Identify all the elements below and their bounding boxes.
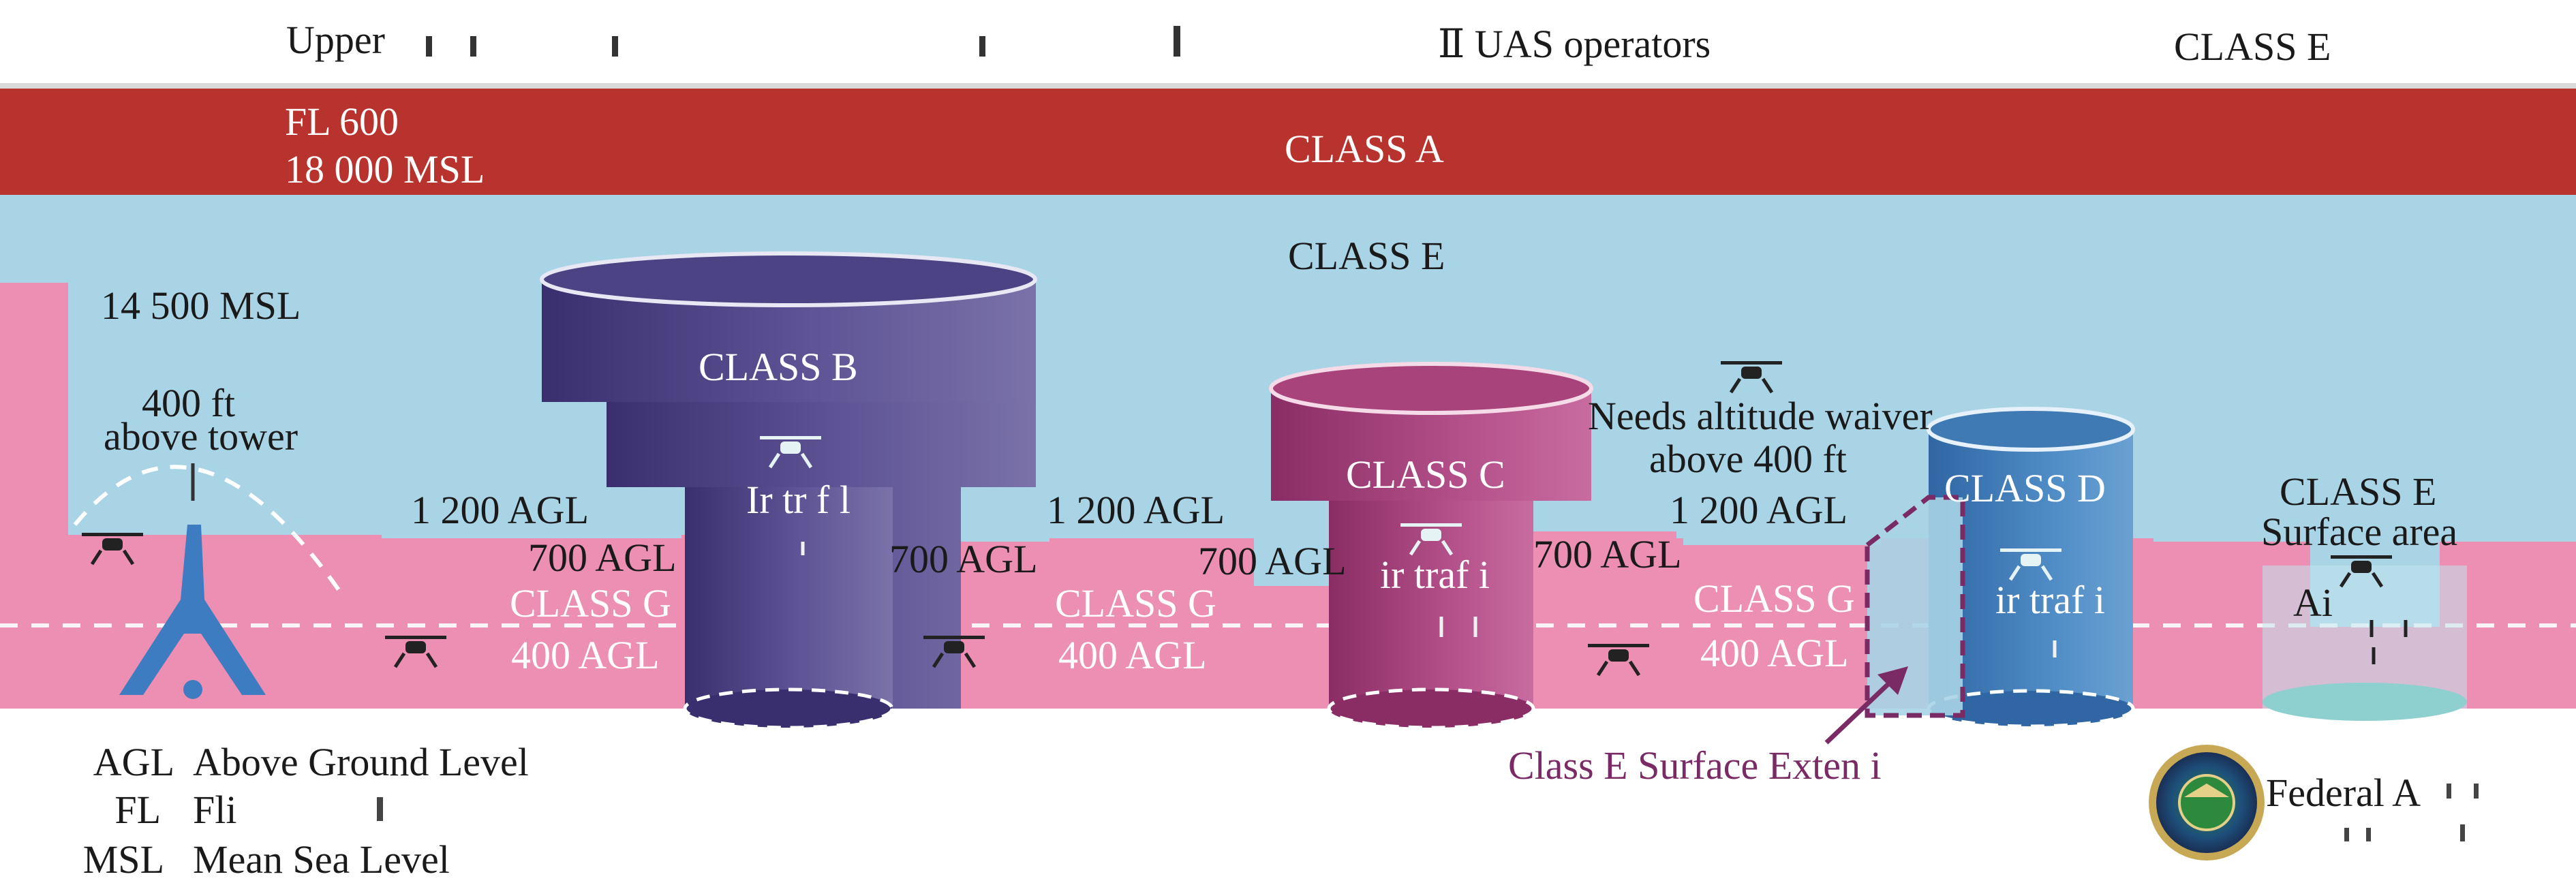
legend-meaning-fl: Fli — [193, 788, 237, 832]
class-c-label: CLASS C — [1346, 452, 1505, 497]
upper-label: Upper — [286, 18, 385, 62]
agl-400-label-c: 400 AGL — [1700, 631, 1849, 675]
tower-icon — [119, 525, 266, 695]
class-c-inner-text: ir traf i — [1380, 553, 1490, 597]
legend-abbr-msl: MSL — [82, 837, 164, 882]
agl-400-label-a: 400 AGL — [511, 633, 660, 677]
class-e-extension-label: Class E Surface Exten i — [1508, 743, 1882, 788]
fl-600-label: FL 600 — [285, 99, 399, 144]
agl-1200-label-a: 1 200 AGL — [411, 488, 589, 532]
msl-14500-label: 14 500 MSL — [101, 283, 301, 328]
agl-700-label-c: 700 AGL — [1198, 539, 1347, 583]
legend-abbr-agl: AGL — [93, 740, 174, 784]
class-e-label: CLASS E — [1288, 234, 1445, 278]
class-e-surface-line2: Surface area — [2261, 510, 2458, 554]
agl-700-label-a: 700 AGL — [528, 536, 677, 580]
class-g-label-b: CLASS G — [1055, 581, 1216, 625]
legend-meaning-agl: Above Ground Level — [193, 740, 529, 784]
class-b-shape — [540, 251, 1037, 730]
tower-label-line2: above tower — [104, 414, 298, 459]
class-e-surface-line1: CLASS E — [2280, 469, 2437, 514]
tower-label-line1: 400 ft — [142, 381, 235, 425]
waiver-line1: Needs altitude waiver — [1588, 394, 1933, 438]
agl-1200-label-b: 1 200 AGL — [1047, 488, 1225, 532]
class-e-surface-shape — [2263, 566, 2467, 721]
msl-18000-label: 18 000 MSL — [285, 147, 485, 191]
class-b-label: CLASS B — [699, 345, 858, 389]
faa-seal-icon — [2149, 745, 2265, 861]
class-g-label-a: CLASS G — [510, 581, 671, 625]
drone-icon-light — [760, 436, 2061, 581]
legend-abbr-fl: FL — [114, 788, 161, 832]
class-d-label: CLASS D — [1944, 466, 2106, 510]
class-b-inner-text: Ir tr f l — [746, 478, 850, 522]
agl-400-label-b: 400 AGL — [1058, 633, 1207, 677]
class-a-band — [0, 87, 2576, 195]
class-e-extension-box — [1865, 495, 1965, 718]
agl-1200-label-c: 1 200 AGL — [1670, 488, 1847, 532]
agl-700-label-b: 700 AGL — [889, 537, 1038, 581]
legend-meaning-msl: Mean Sea Level — [193, 837, 450, 882]
waiver-line2: above 400 ft — [1649, 437, 1847, 481]
class-e-top-label: CLASS E — [2174, 25, 2331, 69]
faa-label: Federal A — [2266, 771, 2421, 815]
class-d-inner-text: ir traf i — [1995, 578, 2106, 622]
class-e-surface-inner-text: Ai — [2293, 580, 2333, 625]
class-a-label: CLASS A — [1285, 127, 1444, 171]
class-g-label-c: CLASS G — [1693, 576, 1855, 621]
drone-icon — [82, 361, 2392, 677]
agl-700-label-d: 700 AGL — [1533, 532, 1682, 576]
class-c-shape — [1269, 362, 1593, 730]
uas-operators-label: Ⅱ UAS operators — [1438, 22, 1711, 66]
